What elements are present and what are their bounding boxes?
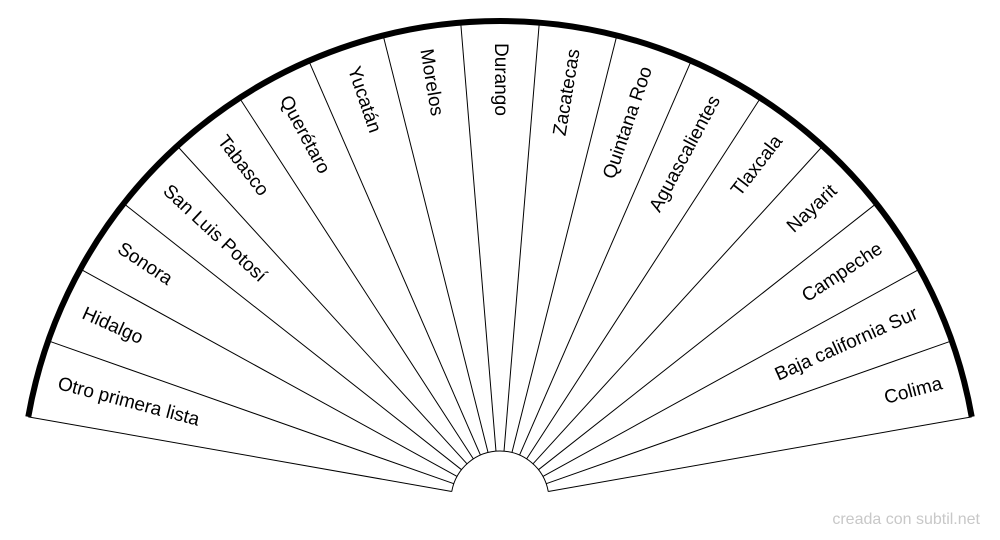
sector-label: Aguascalientes (646, 92, 725, 215)
sector-divider (542, 268, 920, 477)
sector-divider (123, 203, 462, 471)
sector-divider (546, 340, 952, 485)
sector-divider (48, 340, 454, 485)
sector-divider (503, 22, 540, 452)
sector-divider (519, 60, 692, 456)
sector-divider (460, 22, 497, 452)
outer-arc (25, 18, 975, 418)
sector-divider (308, 60, 481, 456)
sector-label: Yucatán (343, 64, 385, 136)
credit-watermark: creada con subtil.net (832, 511, 980, 528)
sector-divider (548, 416, 972, 492)
sector-label: Baja california Sur (772, 303, 922, 385)
sector-divider (239, 97, 474, 460)
sector-label: Tlaxcala (727, 131, 787, 200)
sector-label: Hidalgo (79, 303, 146, 348)
sector-label: Nayarit (783, 180, 842, 237)
sector-label: Colima (882, 373, 945, 408)
sector-divider (526, 97, 761, 460)
sector-divider (176, 145, 468, 465)
sector-divider (532, 145, 824, 465)
sector-divider (28, 416, 452, 492)
sector-label: Quintana Roo (599, 64, 657, 182)
sector-label: Campeche (798, 238, 886, 306)
sector-divider (80, 268, 458, 477)
sector-divider (511, 35, 618, 453)
sector-label: Querétaro (275, 92, 334, 177)
sector-label: Tabasco (213, 131, 273, 200)
sector-label: Otro primera lista (55, 373, 202, 430)
sector-divider (382, 35, 489, 453)
sector-label: Morelos (415, 47, 447, 117)
inner-arc (451, 450, 549, 492)
sector-label: Zacatecas (550, 47, 585, 137)
sector-label: Durango (490, 43, 511, 116)
sector-label: Sonora (114, 238, 177, 290)
sector-divider (538, 203, 877, 471)
